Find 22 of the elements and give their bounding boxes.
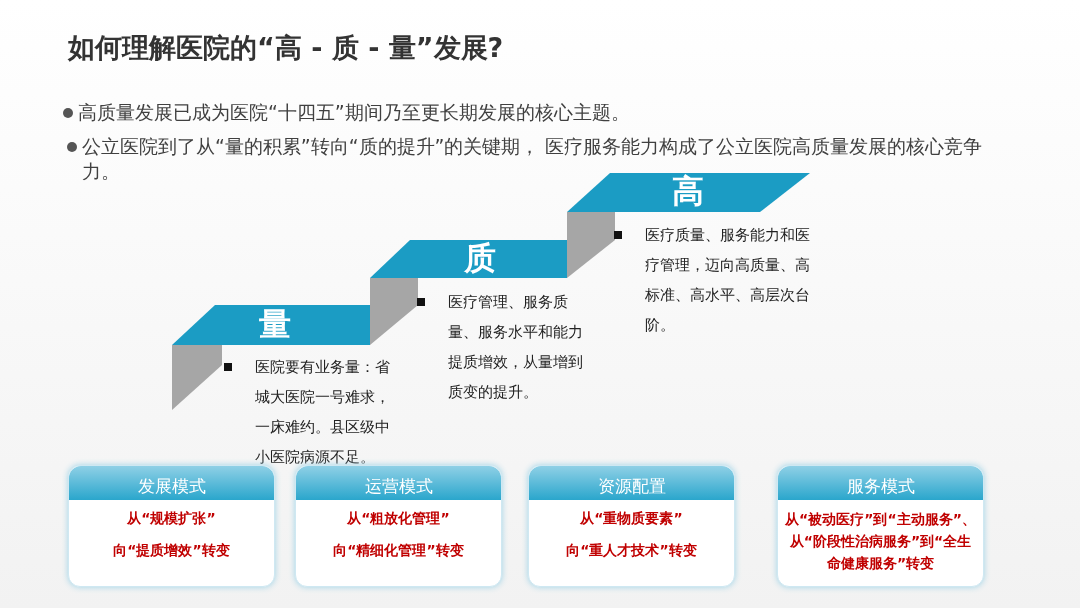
step-heading: 量	[258, 304, 292, 345]
slide-title: 如何理解医院的“高 - 质 - 量”发展?	[68, 31, 504, 65]
step-description: 医疗质量、服务能力和医疗管理，迈向高质量、高标准、高水平、高层次台阶。	[645, 226, 811, 335]
card-text: 向“重人才技术”转变	[565, 542, 698, 560]
model-card	[295, 465, 502, 587]
card-text: 从“重物质要素”	[579, 510, 684, 528]
card-text: 从“规模扩张”	[126, 510, 217, 528]
card-text: 从“粗放化管理”	[346, 510, 451, 528]
model-card	[528, 465, 735, 587]
card-text: 从“被动医疗”到“主动服务”、从“阶段性治病服务”到“全生命健康服务”转变	[784, 510, 977, 573]
card-header: 服务模式	[778, 466, 983, 500]
step-heading: 质	[463, 238, 497, 279]
model-card	[68, 465, 275, 587]
card-header: 发展模式	[69, 466, 274, 500]
step-description: 医疗管理、服务质量、服务水平和能力提质增效，从量增到质变的提升。	[448, 293, 584, 402]
card-header: 运营模式	[296, 466, 501, 500]
model-card	[777, 465, 984, 587]
card-text: 向“精细化管理”转变	[332, 542, 465, 560]
card-header: 资源配置	[529, 466, 734, 500]
card-text: 向“提质增效”转变	[112, 542, 231, 560]
bullet-text: 高质量发展已成为医院“十四五”期间乃至更长期发展的核心主题。	[78, 100, 631, 125]
step-description: 医院要有业务量：省城大医院一号难求，一床难约。县区级中小医院病源不足。	[255, 358, 391, 467]
